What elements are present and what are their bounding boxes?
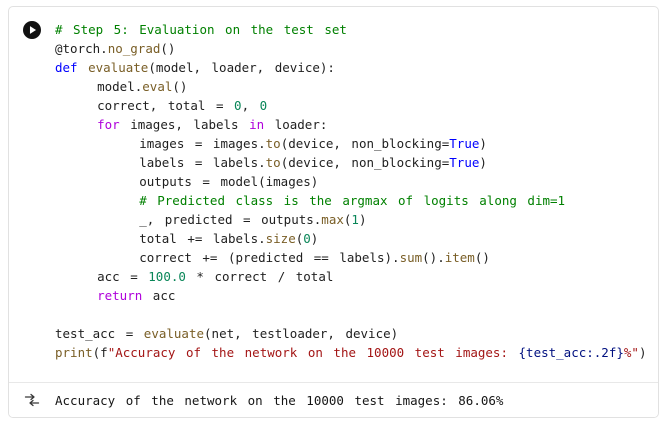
output-text: Accuracy of the network on the 10000 tes… — [55, 392, 504, 408]
code-token: ) — [310, 231, 319, 246]
code-token: 0 — [234, 98, 242, 113]
code-line[interactable]: outputs = model(images) — [55, 172, 654, 191]
code-token: def — [55, 60, 89, 75]
code-token: no_grad — [107, 41, 161, 56]
code-token: correct, total = — [55, 98, 235, 113]
code-token: 1 — [351, 212, 359, 227]
code-token: evaluate — [143, 326, 205, 341]
play-icon — [23, 21, 41, 42]
code-token — [55, 288, 97, 303]
code-token: acc — [142, 288, 176, 303]
code-line[interactable]: correct += (predicted == labels).sum().i… — [55, 248, 654, 267]
code-token: acc = — [55, 269, 149, 284]
code-token: True — [449, 136, 480, 151]
code-token: () — [172, 79, 188, 94]
code-token: (device, non_blocking= — [280, 155, 450, 170]
code-token: for — [97, 117, 120, 132]
code-token: item — [444, 250, 475, 265]
code-line[interactable] — [55, 305, 654, 324]
code-token: to — [265, 136, 281, 151]
run-cell-button[interactable] — [23, 21, 41, 39]
output-options-button[interactable] — [24, 393, 40, 407]
output-icon — [24, 393, 40, 410]
code-line[interactable]: print(f"Accuracy of the network on the 1… — [55, 343, 654, 362]
code-token: labels = labels. — [55, 155, 266, 170]
code-token: (). — [422, 250, 445, 265]
code-token: # Predicted class is the argmax of logit… — [55, 193, 566, 208]
code-token: (model, loader, device): — [148, 60, 335, 75]
code-token: to — [265, 155, 281, 170]
code-token: 0 — [303, 231, 311, 246]
code-token: ) — [638, 345, 647, 360]
code-line[interactable]: acc = 100.0 * correct / total — [55, 267, 654, 286]
code-line[interactable]: def evaluate(model, loader, device): — [55, 58, 654, 77]
code-token: (net, testloader, device) — [204, 326, 399, 341]
code-token: @torch. — [55, 41, 108, 56]
code-token: (f — [92, 345, 108, 360]
code-line[interactable]: images = images.to(device, non_blocking=… — [55, 134, 654, 153]
code-token: outputs = model(images) — [55, 174, 319, 189]
code-token: test_acc = — [55, 326, 144, 341]
code-token: True — [449, 155, 480, 170]
code-token: %" — [623, 345, 639, 360]
code-token: model. — [55, 79, 143, 94]
code-token: print — [55, 345, 93, 360]
code-token: in — [249, 117, 265, 132]
code-token: , — [241, 98, 260, 113]
code-token: () — [474, 250, 490, 265]
code-token: "Accuracy of the network on the 10000 te… — [107, 345, 519, 360]
code-token: ( — [295, 231, 304, 246]
code-token: ) — [479, 155, 487, 170]
code-editor[interactable]: # Step 5: Evaluation on the test set @tor… — [55, 20, 654, 362]
code-token: total += labels. — [55, 231, 266, 246]
code-token: {test_acc:.2f} — [518, 345, 624, 360]
code-token: # Step 5: Evaluation on the test set — [55, 22, 347, 37]
code-line[interactable]: _, predicted = outputs.max(1) — [55, 210, 654, 229]
code-line[interactable]: return acc — [55, 286, 654, 305]
code-token: evaluate — [88, 60, 149, 75]
code-line[interactable]: @torch.no_grad() — [55, 39, 654, 58]
code-line[interactable]: model.eval() — [55, 77, 654, 96]
code-token: ( — [343, 212, 352, 227]
cell-code-area: # Step 5: Evaluation on the test set @tor… — [9, 7, 658, 382]
code-token: 100.0 — [148, 269, 186, 284]
code-line[interactable]: total += labels.size(0) — [55, 229, 654, 248]
code-token: (device, non_blocking= — [280, 136, 450, 151]
code-line[interactable]: labels = labels.to(device, non_blocking=… — [55, 153, 654, 172]
code-token: size — [265, 231, 296, 246]
code-token: images = images. — [55, 136, 266, 151]
code-token: return — [97, 288, 143, 303]
code-token: ) — [358, 212, 367, 227]
code-token — [55, 117, 97, 132]
code-line[interactable]: # Step 5: Evaluation on the test set — [55, 20, 654, 39]
code-token: () — [160, 41, 176, 56]
code-token: 0 — [259, 98, 268, 113]
cell-output: Accuracy of the network on the 10000 tes… — [9, 382, 658, 417]
code-token: _, predicted = outputs. — [55, 212, 322, 227]
code-token: eval — [142, 79, 173, 94]
code-line[interactable]: # Predicted class is the argmax of logit… — [55, 191, 654, 210]
code-token: max — [321, 212, 344, 227]
code-line[interactable]: for images, labels in loader: — [55, 115, 654, 134]
code-token: * correct / total — [185, 269, 334, 284]
notebook-cell: # Step 5: Evaluation on the test set @tor… — [8, 6, 659, 418]
code-token: sum — [399, 250, 423, 265]
code-line[interactable]: correct, total = 0, 0 — [55, 96, 654, 115]
code-line[interactable]: test_acc = evaluate(net, testloader, dev… — [55, 324, 654, 343]
code-token: images, labels — [119, 117, 250, 132]
output-gutter — [9, 393, 55, 407]
code-token: ) — [479, 136, 487, 151]
code-token: correct += (predicted == labels). — [55, 250, 400, 265]
code-lines: # Step 5: Evaluation on the test set @tor… — [55, 20, 654, 362]
cell-gutter — [9, 20, 55, 362]
code-token: loader: — [264, 117, 328, 132]
